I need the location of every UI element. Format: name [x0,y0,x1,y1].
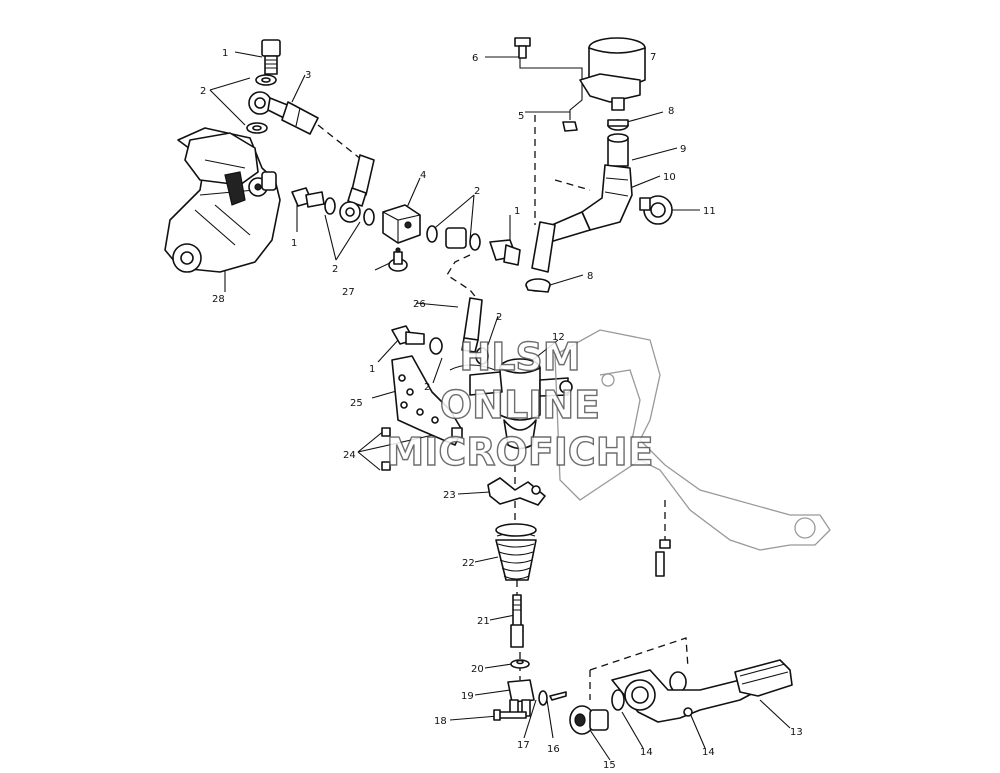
callout-1: 1 [291,238,297,249]
hose-elbow [544,164,633,243]
callout-1: 1 [369,364,375,375]
callout-14: 14 [702,747,715,758]
brake-line-upper [248,91,319,135]
callout-2: 2 [496,312,502,323]
callout-16: 16 [547,744,560,755]
clevis [507,679,535,717]
callout-24: 24 [343,450,356,461]
callout-10: 10 [663,172,676,183]
callout-2: 2 [424,382,430,393]
callout-7: 7 [650,52,656,63]
reservoir-bolt [514,37,531,59]
washers-middle-right [426,225,481,251]
jam-nut [510,659,530,669]
callout-numbers: 1 2 3 28 1 2 4 27 2 1 6 5 7 8 9 10 11 8 … [200,48,803,771]
callout-17: 17 [517,740,530,751]
callout-20: 20 [471,664,484,675]
brake-switch [388,247,408,272]
callout-25: 25 [350,398,363,409]
brake-pedal [611,659,793,723]
callout-15: 15 [603,760,616,771]
callout-28: 28 [212,294,225,305]
washers-lower [429,337,489,365]
master-cylinder [469,358,573,450]
callout-2: 2 [200,86,206,97]
callout-12: 12 [552,332,565,343]
callout-4: 4 [420,170,426,181]
frame-outline [554,329,831,551]
watermark-line-1: HLSM [459,335,580,379]
callout-1: 1 [514,206,520,217]
callout-13: 13 [790,727,803,738]
callout-23: 23 [443,490,456,501]
callout-19: 19 [461,691,474,702]
frame-bolt [655,539,671,577]
reservoir-hose [607,133,629,167]
pushrod [510,594,524,648]
hose-clamp-top [607,119,629,131]
callout-21: 21 [477,616,490,627]
banjo-bolt-left [291,187,325,208]
hose-clamp-lower [525,278,551,293]
callout-2: 2 [474,186,480,197]
callout-2: 2 [332,264,338,275]
banjo-bolt-right [489,239,521,266]
brake-line-tee-section [339,154,375,223]
callout-3: 3 [305,70,311,81]
reservoir-nut [562,121,578,132]
callout-18: 18 [434,716,447,727]
cotter-pin [549,691,567,701]
callout-1: 1 [222,48,228,59]
callout-8: 8 [668,106,674,117]
washers-middle-left [324,197,375,226]
clevis-washer [538,690,548,706]
callout-26: 26 [413,299,426,310]
banjo-bolt-lower [391,325,425,345]
bracket-bolts [381,427,463,471]
callout-8: 8 [587,271,593,282]
callout-14: 14 [640,747,653,758]
callout-6: 6 [472,53,478,64]
reservoir-feed-hose [531,221,556,273]
watermark: HLSM ONLINE MICROFICHE [386,334,655,474]
pedal-bushings [611,671,687,711]
master-cylinder-reservoir [579,37,646,111]
clevis-pin [493,709,527,721]
return-spring [495,523,537,581]
banjo-bolt-top [261,39,281,75]
watermark-line-2: ONLINE [440,383,600,427]
callout-5: 5 [518,111,524,122]
callout-9: 9 [680,144,686,155]
caliper-assembly [164,127,281,273]
callout-11: 11 [703,206,716,217]
brake-line-lower [461,297,483,353]
watermark-line-3: MICROFICHE [386,430,653,474]
hose-clamp-side [639,195,673,225]
tee-fitting [382,204,421,244]
pivot-bolt [569,705,609,735]
pushrod-bracket [487,477,546,506]
callout-22: 22 [462,558,475,569]
washers-top [246,74,277,134]
callout-27: 27 [342,287,355,298]
